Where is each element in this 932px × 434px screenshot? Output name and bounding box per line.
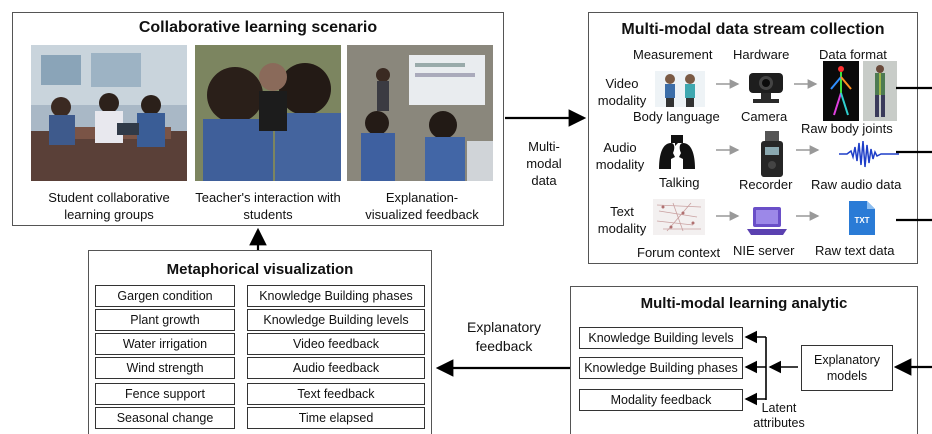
raw-audio-label: Raw audio data	[811, 177, 902, 192]
student-groups-caption: Student collaborative learning groups	[48, 190, 170, 222]
viz-right-5: Time elapsed	[247, 407, 425, 429]
talking-icon	[657, 133, 697, 178]
raw-text-label: Raw text data	[815, 243, 895, 258]
recorder-icon	[759, 131, 785, 182]
viz-right-1: Knowledge Building levels	[247, 309, 425, 331]
scenario-title: Collaborative learning scenario	[138, 19, 378, 36]
body-language-label: Body language	[633, 109, 720, 124]
forum-context-icon	[653, 199, 705, 240]
analytic-title: Multi-modal learning analytic	[640, 295, 848, 312]
teacher-interaction-caption: Teacher's interaction with students	[195, 190, 341, 222]
viz-left-0: Gargen condition	[95, 285, 235, 307]
camera-label: Camera	[741, 109, 788, 124]
header-measurement: Measurement	[633, 47, 713, 62]
viz-left-1: Plant growth	[95, 309, 235, 331]
body-language-icon	[655, 71, 705, 112]
viz-left-3: Wind strength	[95, 357, 235, 379]
visualization-panel: Metaphorical visualization Gargen condit…	[88, 250, 432, 434]
txt-icon-text: TXT	[854, 216, 869, 225]
nie-server-label: NIE server	[733, 243, 795, 258]
audio-wave-icon	[839, 139, 899, 174]
body-joints-icon	[823, 61, 897, 126]
viz-right-2: Video feedback	[247, 333, 425, 355]
collection-title: Multi-modal data stream collection	[621, 21, 885, 38]
header-hardware: Hardware	[733, 47, 790, 62]
viz-left-4: Fence support	[95, 383, 235, 405]
explanation-feedback-caption: Explanation-visualized feedback	[365, 190, 479, 222]
header-data-format: Data format	[819, 47, 887, 62]
viz-right-4: Text feedback	[247, 383, 425, 405]
viz-right-3: Audio feedback	[247, 357, 425, 379]
viz-left-5: Seasonal change	[95, 407, 235, 429]
txt-file-icon: TXT	[847, 199, 877, 242]
analytic-panel: Multi-modal learning analytic Knowledge …	[570, 286, 918, 434]
output-kb-phases: Knowledge Building phases	[579, 357, 743, 379]
visualization-title: Metaphorical visualization	[166, 261, 354, 278]
student-groups-photo	[31, 45, 187, 181]
scenario-panel: Collaborative learning scenario Student …	[12, 12, 504, 226]
viz-left-2: Water irrigation	[95, 333, 235, 355]
camera-icon	[745, 69, 787, 114]
viz-right-0: Knowledge Building phases	[247, 285, 425, 307]
output-kb-levels: Knowledge Building levels	[579, 327, 743, 349]
explanation-feedback-photo	[347, 45, 493, 181]
raw-body-joints-label: Raw body joints	[801, 121, 893, 136]
collection-panel: Multi-modal data stream collection Measu…	[588, 12, 918, 264]
teacher-interaction-photo	[195, 45, 341, 181]
forum-context-label: Forum context	[637, 245, 721, 260]
talking-label: Talking	[659, 175, 700, 190]
recorder-label: Recorder	[739, 177, 793, 192]
output-modality-feedback: Modality feedback	[579, 389, 743, 411]
laptop-icon	[747, 205, 787, 242]
